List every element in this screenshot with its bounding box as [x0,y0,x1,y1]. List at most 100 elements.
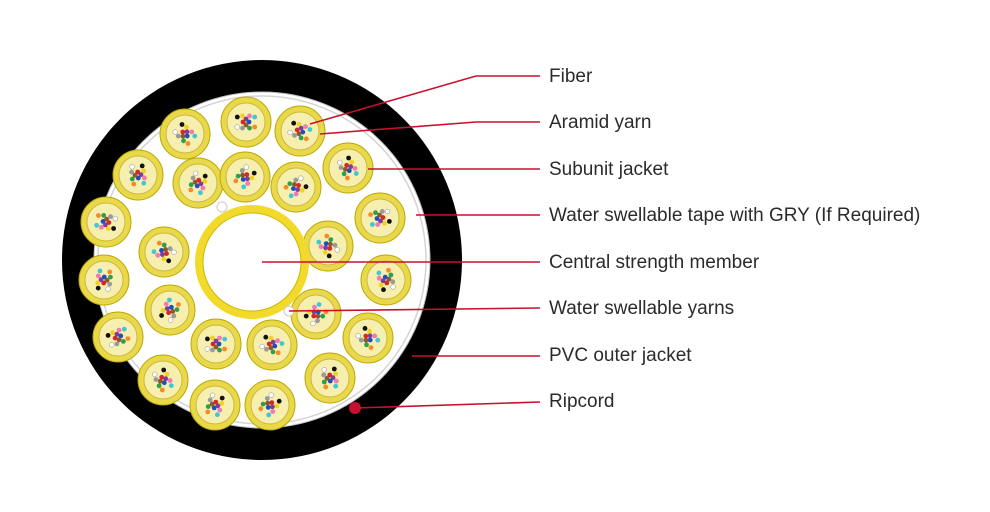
fiber [349,159,355,165]
fiber [268,392,274,398]
fiber [386,276,392,282]
fiber [163,301,169,307]
fiber [167,317,174,323]
fiber [107,269,113,275]
fiber [332,242,338,248]
label-ripcord: Ripcord [549,391,614,412]
fiber [240,177,246,182]
fiber [194,183,200,189]
water-swellable-yarn [216,201,228,213]
fiber [249,175,255,181]
fiber [205,409,211,415]
fiber [264,346,269,352]
fiber [239,168,245,173]
fiber [105,286,111,292]
fiber [164,371,170,377]
fiber [327,372,333,378]
fiber [382,220,387,226]
fiber [210,335,215,341]
fiber [141,180,147,186]
fiber [184,129,190,135]
aramid-yarn-fill [348,318,388,358]
fiber [234,124,240,130]
subunit [112,149,164,201]
aramid-yarn-fill [196,324,236,364]
fiber [207,397,213,403]
fiber [138,172,144,178]
fiber [296,121,302,127]
fiber [333,378,339,384]
fiber [345,175,350,181]
callout-line-water-swellable-yarns [288,307,541,312]
fiber [323,245,328,251]
fiber [222,346,228,352]
fiber [121,339,126,344]
fiber [198,181,204,187]
fiber [362,326,368,331]
fiber [167,378,173,383]
fiber [270,404,275,410]
fiber [168,383,174,388]
fiber [96,213,101,218]
aramid-yarn-fill [165,114,205,154]
callout-line-aramid-yarn [319,121,540,135]
subunit [354,192,406,244]
callout-line-ripcord [354,401,541,409]
fiber [108,274,113,280]
fiber [298,175,304,181]
fiber [341,171,347,177]
fiber [333,383,339,389]
fiber [245,176,250,182]
fiber [219,401,225,406]
aramid-yarn-fill [178,163,218,203]
fiber [293,191,299,197]
fiber [118,333,124,339]
fiber [311,313,317,319]
fiber [376,275,382,281]
aramid-yarn-fill [328,148,368,188]
fiber [222,336,228,342]
fiber [367,328,372,334]
label-water-swellable-tape: Water swellable tape with GRY (If Requir… [549,205,920,226]
fiber [164,306,170,311]
fiber [202,173,208,179]
fiber [326,253,332,259]
fiber [346,155,351,161]
fiber [330,375,336,381]
fiber [213,338,219,344]
fiber [323,241,329,247]
fiber [217,347,222,353]
fiber [170,309,176,314]
fiber [108,214,113,220]
fiber [213,344,219,350]
fiber [109,342,115,348]
fiber [390,279,396,285]
fiber [384,208,391,215]
fiber [125,336,131,341]
fiber [169,304,174,310]
fiber [247,113,252,119]
fiber [213,399,219,405]
fiber [376,270,382,276]
aramid-yarn-fill [84,260,124,300]
fiber [321,379,327,385]
fiber [234,114,240,120]
label-pvc-outer-jacket: PVC outer jacket [549,345,692,366]
fiber [129,176,135,182]
subunit [360,254,412,306]
aramid-yarn-fill [150,290,190,330]
fiber [105,333,111,338]
fiber [180,129,186,135]
fiber [338,165,344,171]
fiber [386,267,391,273]
fiber [163,247,169,252]
fiber [210,347,215,353]
fiber [95,280,100,286]
fiber [275,350,281,356]
fiber [364,342,369,348]
fiber [298,135,304,141]
fiber [99,224,104,230]
label-water-swellable-yarns: Water swellable yarns [549,298,734,319]
fiber [200,185,206,191]
fiber [132,172,138,178]
